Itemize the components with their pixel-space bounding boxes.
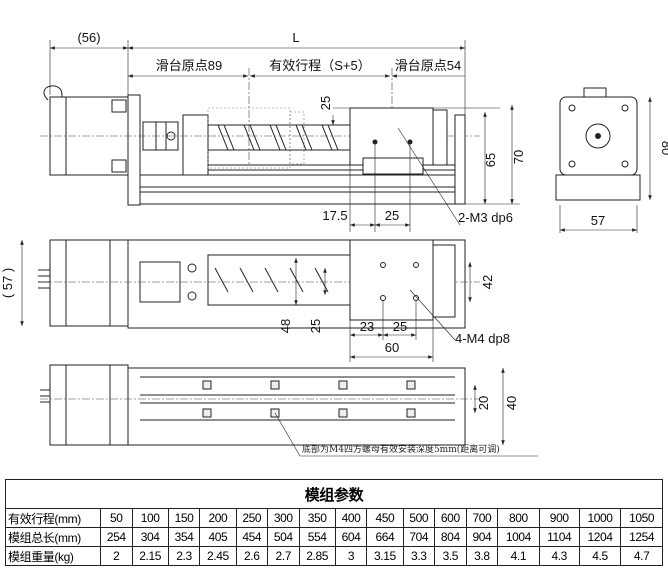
table-title: 模组参数 <box>5 479 663 509</box>
bearing-block <box>182 114 209 176</box>
cell: 700 <box>465 508 499 528</box>
cell: 150 <box>167 508 201 528</box>
cell: 3.15 <box>366 546 404 566</box>
cell: 504 <box>267 527 300 547</box>
cell: 800 <box>497 508 540 528</box>
top-view: (56) L 滑台原点89 有效行程（S+5） 滑台原点54 <box>40 30 526 232</box>
dim-40: 40 <box>504 396 519 410</box>
dim-25-vertical-middle: 25 <box>308 319 323 333</box>
cell: 450 <box>366 508 404 528</box>
label-effective-stroke: 有效行程（S+5） <box>269 58 371 73</box>
module-base <box>127 367 466 446</box>
cell: 4.5 <box>578 546 622 566</box>
cell: 500 <box>402 508 436 528</box>
cell: 250 <box>235 508 269 528</box>
cell: 804 <box>434 527 467 547</box>
dim-17-5: 17.5 <box>322 208 347 223</box>
dim-20: 20 <box>476 396 491 410</box>
cell: 354 <box>167 527 201 547</box>
dim-65: 65 <box>483 153 498 167</box>
cell: 554 <box>298 527 336 547</box>
dim-60: 60 <box>385 340 399 355</box>
cell: 2.7 <box>267 546 300 566</box>
dim-23: 23 <box>360 319 374 334</box>
cell: 3.5 <box>434 546 467 566</box>
cell: 1104 <box>538 527 580 547</box>
cell: 2.85 <box>298 546 336 566</box>
cell: 1050 <box>620 508 663 528</box>
cell: 3.3 <box>402 546 436 566</box>
motor-cable <box>43 85 63 101</box>
stepper-motor <box>49 239 129 327</box>
stepper-motor <box>49 364 129 446</box>
carriage <box>349 107 434 166</box>
cell: 604 <box>334 527 368 547</box>
cell: 200 <box>199 508 237 528</box>
cell: 4.3 <box>538 546 580 566</box>
dim-25-vertical: 25 <box>318 96 333 110</box>
dim-57-middle: ( 57 ) <box>0 268 15 298</box>
dim-57-side: 57 <box>591 213 605 228</box>
cell: 4.1 <box>497 546 540 566</box>
bottom-mount-note: 底部为M4四方螺母有效安装深度5mm(距离可调) <box>302 443 500 455</box>
row-label: 有效行程(mm) <box>5 508 101 528</box>
motor-flange <box>127 94 141 206</box>
carriage <box>349 239 434 321</box>
dim-48: 48 <box>278 319 293 333</box>
base-rail <box>139 174 456 205</box>
cell: 904 <box>465 527 499 547</box>
end-block <box>454 114 466 205</box>
cell: 300 <box>267 508 300 528</box>
middle-view: ( 57 ) 42 48 25 23 25 60 4-M4 dp8 <box>0 239 510 362</box>
dim-total-length: L <box>292 30 299 45</box>
label-origin-left: 滑台原点89 <box>156 58 222 73</box>
dim-motor-length: (56) <box>77 30 100 45</box>
cell: 3.8 <box>465 546 499 566</box>
cell: 400 <box>334 508 368 528</box>
cell: 2.15 <box>131 546 169 566</box>
cell: 900 <box>538 508 580 528</box>
cell: 1204 <box>578 527 622 547</box>
dim-70: 70 <box>511 150 526 164</box>
cell: 4.7 <box>620 546 663 566</box>
cell: 600 <box>434 508 467 528</box>
cell: 2.6 <box>235 546 269 566</box>
hole-note-m3: 2-M3 dp6 <box>458 210 513 225</box>
dim-42: 42 <box>480 275 495 289</box>
cell: 2 <box>100 546 133 566</box>
cell: 1000 <box>578 508 622 528</box>
side-view: 80 57 <box>555 87 668 233</box>
label-origin-right: 滑台原点54 <box>395 58 461 73</box>
row-label: 模组总长(mm) <box>5 527 101 547</box>
cell: 304 <box>131 527 169 547</box>
dim-25-middle: 25 <box>393 319 407 334</box>
cell: 454 <box>235 527 269 547</box>
dim-80: 80 <box>659 141 668 155</box>
cell: 50 <box>100 508 133 528</box>
hole-note-m4: 4-M4 dp8 <box>455 331 510 346</box>
cell: 100 <box>131 508 169 528</box>
technical-drawing: (56) L 滑台原点89 有效行程（S+5） 滑台原点54 <box>0 30 668 457</box>
bottom-view: 20 40 底部为M4四方螺母有效安装深度5mm(距离可调) <box>40 364 538 457</box>
cell: 704 <box>402 527 436 547</box>
cell: 405 <box>199 527 237 547</box>
row-label: 模组重量(kg) <box>5 546 101 566</box>
cell: 2.45 <box>199 546 237 566</box>
cell: 664 <box>366 527 404 547</box>
cell: 2.3 <box>167 546 201 566</box>
cell: 350 <box>298 508 336 528</box>
cell: 254 <box>100 527 133 547</box>
cell: 3 <box>334 546 368 566</box>
cell: 1004 <box>497 527 540 547</box>
cell: 1254 <box>620 527 663 547</box>
dim-25: 25 <box>385 208 399 223</box>
